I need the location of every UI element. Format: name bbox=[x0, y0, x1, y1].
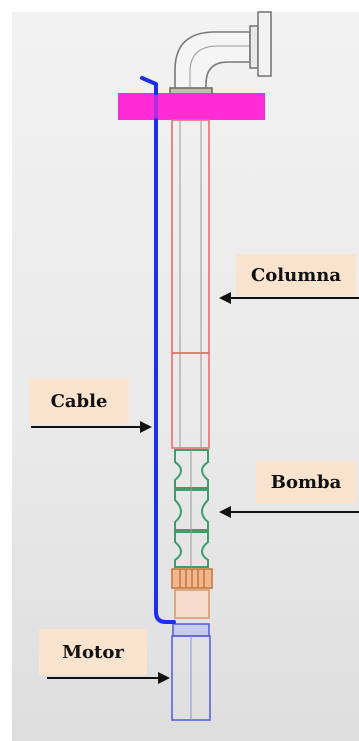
label-bomba: Bomba bbox=[256, 461, 356, 503]
bomba-arrow bbox=[219, 506, 359, 518]
label-cable: Cable bbox=[29, 378, 129, 424]
discharge-elbow bbox=[169, 11, 272, 96]
power-cable bbox=[140, 76, 176, 624]
label-columna: Columna bbox=[236, 254, 356, 296]
label-bomba-text: Bomba bbox=[270, 471, 342, 493]
label-motor: Motor bbox=[39, 629, 147, 675]
motor-arrow bbox=[47, 672, 170, 684]
pump-intake bbox=[171, 568, 213, 619]
column-pipe bbox=[171, 119, 210, 449]
cable-arrow bbox=[31, 421, 152, 433]
diagram-canvas bbox=[12, 12, 359, 741]
head-flange bbox=[118, 93, 265, 120]
arrows bbox=[31, 292, 359, 684]
label-motor-text: Motor bbox=[62, 641, 124, 663]
pump-stages bbox=[174, 449, 209, 568]
label-columna-text: Columna bbox=[250, 264, 342, 286]
motor-body bbox=[171, 623, 211, 721]
columna-arrow bbox=[219, 292, 359, 304]
label-cable-text: Cable bbox=[50, 390, 108, 412]
